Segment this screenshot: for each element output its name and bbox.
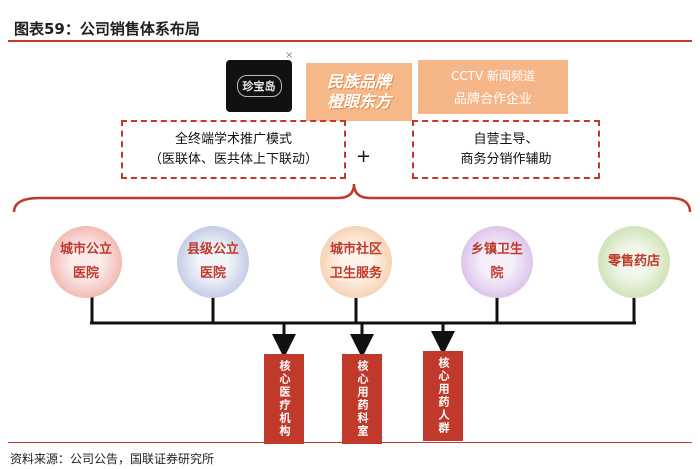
plus-sign: +	[356, 146, 372, 167]
core-label: 核心用药科室	[356, 360, 369, 438]
channel-retail-pharmacy: 零售药店	[598, 226, 670, 298]
academic-promotion-box: 全终端学术推广模式 （医联体、医共体上下联动）	[121, 120, 346, 179]
core-medication-departments: 核心用药科室	[342, 354, 382, 444]
channel-connectors	[90, 297, 636, 325]
company-logo: 珍宝岛	[226, 60, 292, 112]
core-label: 核心用药人群	[437, 357, 450, 435]
core-label: 核心医疗机构	[278, 360, 291, 438]
channel-urban-public-hospital: 城市公立 医院	[50, 226, 122, 298]
core-medical-institutions: 核心医疗机构	[264, 354, 304, 444]
brand-logo-line2: 橙眼东方	[326, 92, 391, 111]
core-arrows	[272, 323, 455, 358]
channel-county-public-hospital: 县级公立 医院	[177, 226, 249, 298]
header: 图表59：公司销售体系布局	[8, 10, 692, 40]
self-operated-line2: 商务分销作辅助	[460, 151, 552, 167]
academic-promotion-line2: （医联体、医共体上下联动）	[148, 151, 318, 167]
core-medication-population: 核心用药人群	[423, 351, 463, 441]
source-note: 资料来源：公司公告，国联证券研究所	[10, 452, 215, 466]
channel-township-health-center: 乡镇卫生 院	[461, 226, 533, 298]
channel-label: 城市社区	[329, 242, 382, 257]
channel-label: 零售药店	[607, 254, 660, 269]
channel-label: 院	[490, 266, 504, 281]
self-operated-line1: 自营主导、	[473, 131, 539, 147]
brand-logo: 民族品牌 橙眼东方	[306, 63, 412, 121]
channel-label: 医院	[72, 266, 99, 281]
company-logo-text: 珍宝岛	[236, 75, 282, 97]
cctv-line2: 品牌合作企业	[453, 92, 532, 107]
footer-rule	[8, 442, 692, 443]
brand-logo-line1: 民族品牌	[326, 72, 391, 91]
channel-label: 城市公立	[59, 242, 112, 257]
academic-promotion-line1: 全终端学术推广模式	[174, 131, 292, 147]
cctv-partner-badge: CCTV 新闻频道 品牌合作企业	[418, 60, 568, 114]
header-rule	[8, 40, 692, 42]
close-icon: ×	[285, 50, 294, 61]
channel-label: 县级公立	[186, 242, 239, 257]
channel-label: 医院	[199, 266, 226, 281]
figure-title: 图表59：公司销售体系布局	[14, 20, 200, 38]
cctv-line1: CCTV 新闻频道	[450, 69, 536, 83]
brace	[12, 183, 692, 213]
self-operated-box: 自营主导、 商务分销作辅助	[412, 120, 600, 179]
channel-label: 乡镇卫生	[470, 242, 523, 257]
channel-community-health-service: 城市社区 卫生服务	[320, 226, 392, 298]
channel-label: 卫生服务	[329, 266, 382, 281]
